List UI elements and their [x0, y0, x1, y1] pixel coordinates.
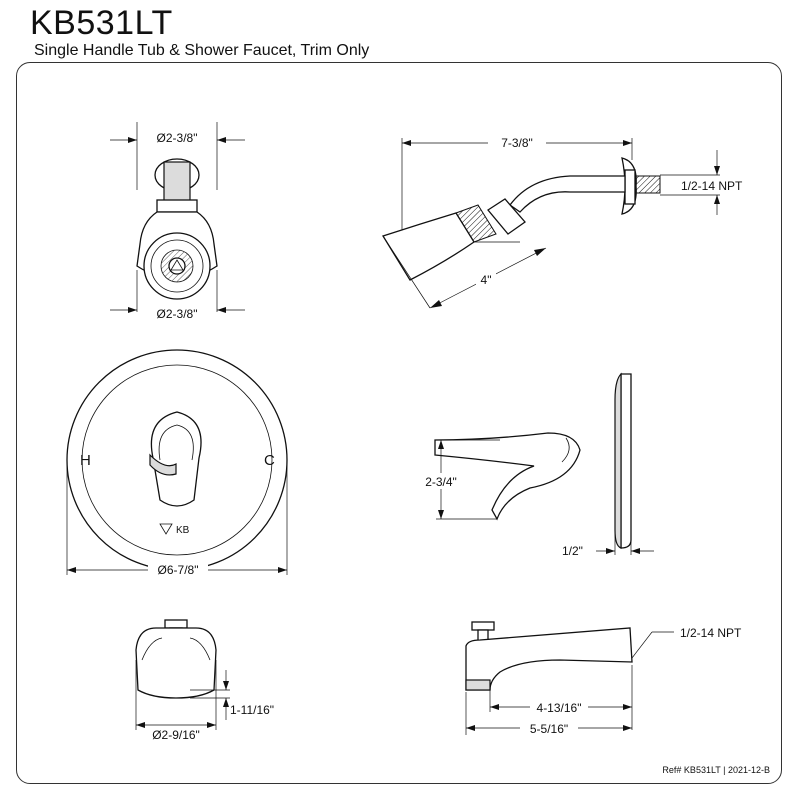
showerhead-face-dim: 4" — [481, 273, 492, 287]
brand-mark: KB — [176, 525, 190, 536]
handle-height-dim: 2-3/4" — [425, 475, 457, 489]
escutcheon-diameter-dim: Ø6-7/8" — [158, 563, 199, 577]
cold-marking: C — [264, 452, 275, 469]
showerhead-connection-dim: 1/2-14 NPT — [681, 179, 743, 193]
plate-depth-dim: 1/2" — [562, 544, 583, 558]
spout-connection-dim: 1/2-14 NPT — [680, 626, 742, 640]
showerhead-front-top-dim: Ø2-3/8" — [157, 131, 198, 145]
handle-side-view: 2-3/4" 1/2" — [418, 372, 654, 558]
reference-number: Ref# KB531LT | 2021-12-B — [662, 765, 770, 775]
showerhead-front-bottom-dim: Ø2-3/8" — [157, 307, 198, 321]
spout-length-dim: 5-5/16" — [530, 722, 568, 736]
product-description: Single Handle Tub & Shower Faucet, Trim … — [34, 42, 370, 59]
escutcheon-front-view: H C KB Ø6-7/8" — [66, 349, 288, 578]
kb-logo: KB — [159, 523, 190, 536]
drawing-frame — [16, 62, 782, 784]
spout-side-view: 1/2-14 NPT 4-13/16" 5-5/16" — [465, 621, 742, 736]
spout-reach-dim: 4-13/16" — [537, 701, 582, 715]
spout-front-height-dim: 1-11/16" — [230, 703, 274, 717]
showerhead-front-view: Ø2-3/8" Ø2-3/8" — [110, 122, 245, 321]
spout-front-width-dim: Ø2-9/16" — [152, 728, 200, 742]
hot-marking: H — [80, 452, 91, 469]
model-title: KB531LT — [30, 4, 173, 42]
spout-front-view: Ø2-9/16" 1-11/16" — [135, 619, 274, 742]
showerhead-side-length-dim: 7-3/8" — [501, 136, 533, 150]
showerhead-side-view: 7-3/8" 1/2-14 NPT 4" — [382, 134, 743, 309]
